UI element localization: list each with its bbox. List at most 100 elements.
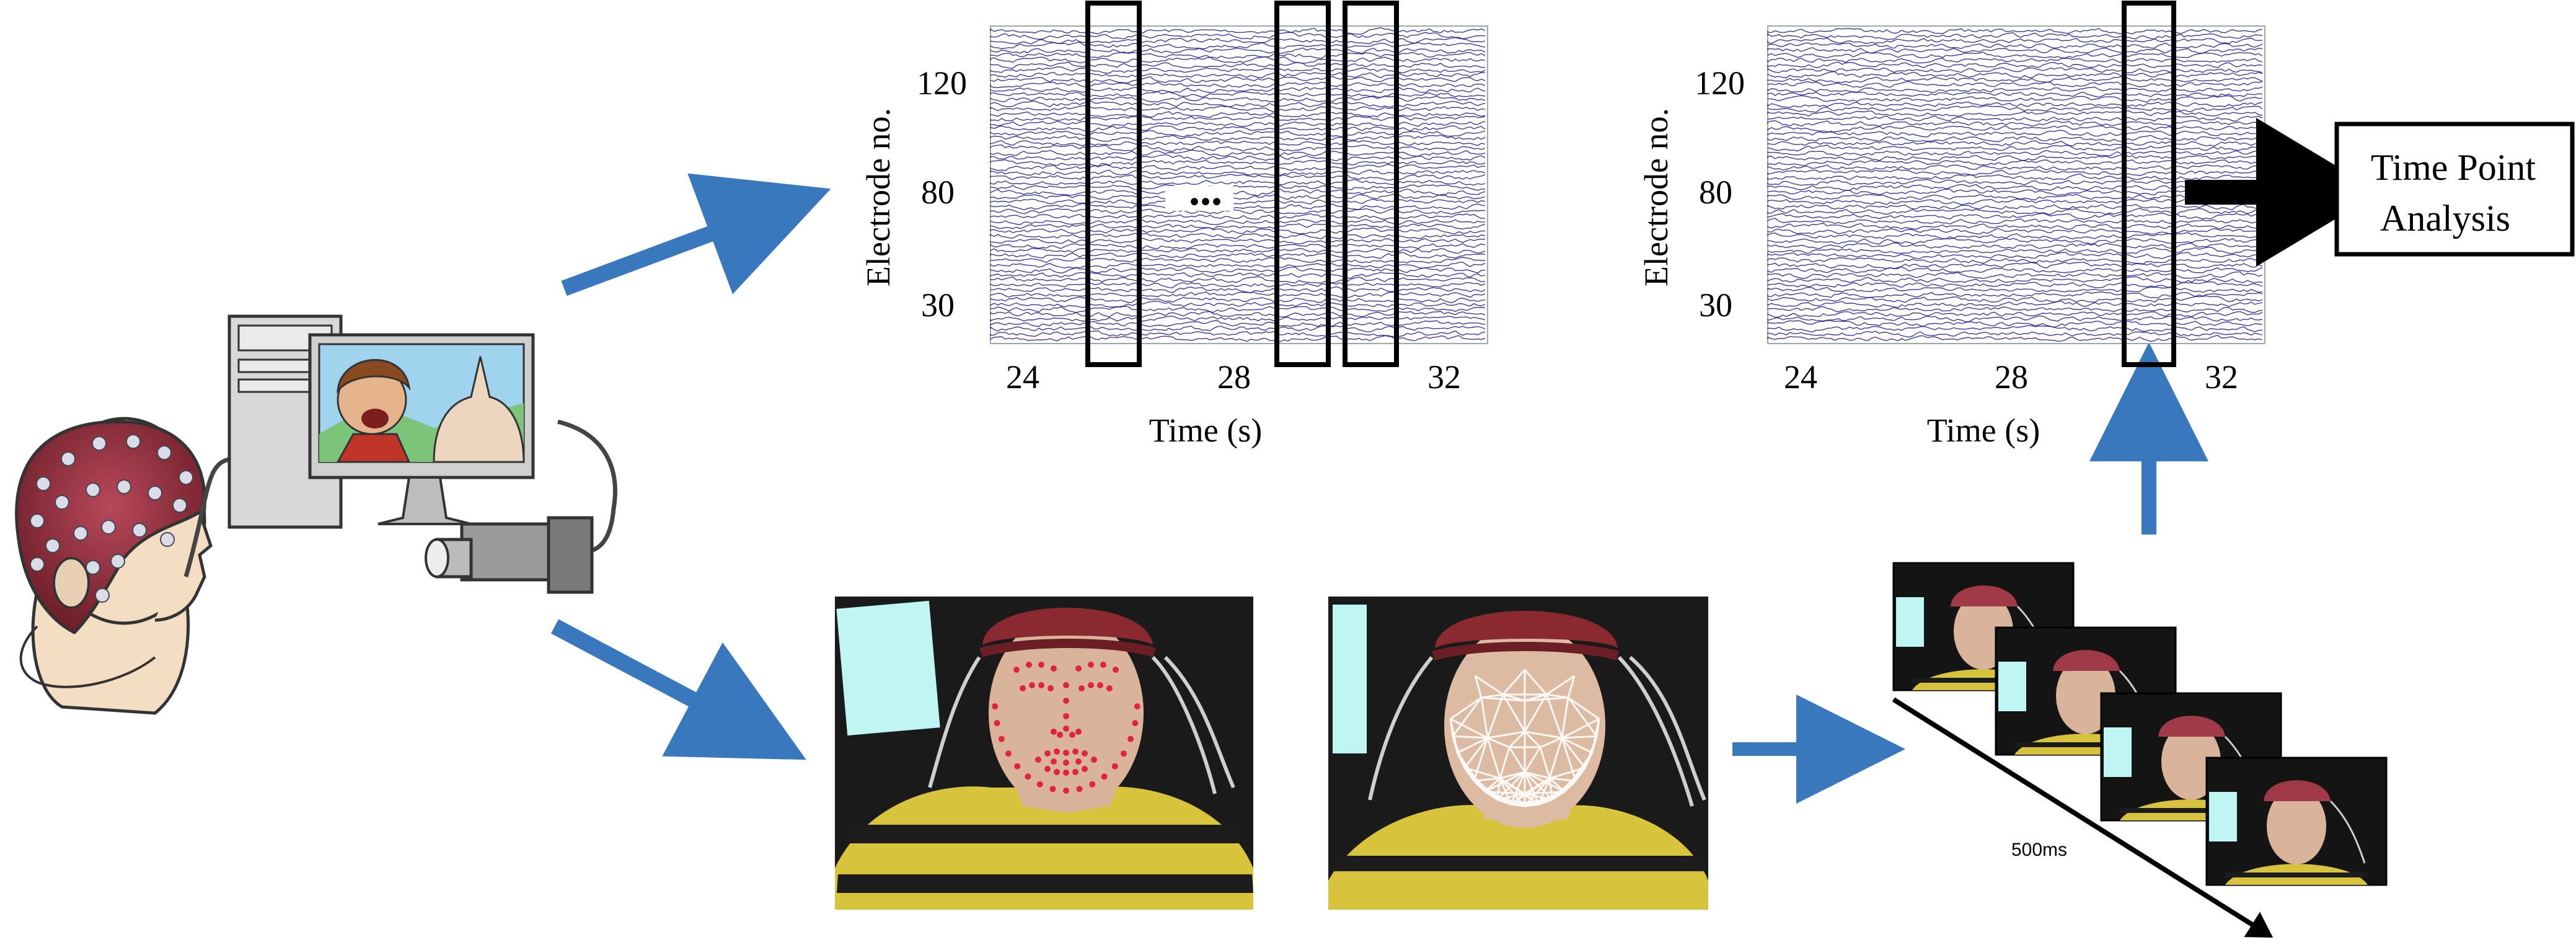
- x-tick-label: 32: [2205, 358, 2238, 396]
- electrode: [45, 538, 60, 553]
- landmark: [1038, 682, 1044, 688]
- eeg-trace: [990, 193, 1486, 200]
- eeg-trace: [1767, 28, 2263, 35]
- x-tick-label: 24: [1006, 358, 1039, 396]
- y-tick-label: 120: [1695, 64, 1745, 102]
- eeg-trace: [1767, 193, 2263, 201]
- eeg-trace: [990, 203, 1486, 211]
- eeg-trace: [990, 120, 1486, 128]
- eeg-trace: [990, 115, 1486, 122]
- eeg-trace: [990, 189, 1486, 197]
- video-frame: [2205, 757, 2388, 886]
- y-tick-label: 30: [1699, 286, 1732, 324]
- eeg-trace: [1767, 51, 2263, 59]
- eeg-trace: [1767, 315, 2263, 322]
- analysis-label-line1: Time Point: [2371, 147, 2536, 188]
- eeg-trace: [990, 61, 1486, 69]
- mesh-edge: [1524, 730, 1542, 748]
- landmark: [1121, 750, 1127, 757]
- landmark: [1063, 726, 1069, 732]
- eeg-trace: [990, 291, 1486, 298]
- landmark: [1044, 750, 1051, 757]
- landmark: [1048, 685, 1054, 691]
- eeg-trace: [1767, 306, 2263, 313]
- eeg-trace: [1767, 81, 2263, 88]
- eeg-trace: [1767, 32, 2263, 40]
- electrode: [179, 470, 193, 485]
- eeg-trace: [990, 316, 1486, 322]
- mesh-edge: [1508, 747, 1526, 773]
- mesh-edge: [1567, 697, 1598, 737]
- electrode: [157, 445, 172, 460]
- eeg-panel-2: Electrode no. 120 80 30 24 28 32 Time (s…: [1638, 1, 2265, 449]
- eeg-trace: [990, 300, 1486, 308]
- time-window-box: [1274, 1, 1331, 367]
- eeg-trace: [1767, 169, 2263, 176]
- eeg-electrodes: [30, 434, 193, 603]
- eeg-trace: [990, 179, 1486, 186]
- mesh-edge: [1524, 771, 1550, 779]
- eeg-trace: [990, 66, 1486, 74]
- mesh-edge: [1524, 730, 1563, 739]
- electrode: [126, 434, 141, 449]
- mesh-edge: [1545, 694, 1563, 739]
- electrode: [36, 476, 51, 491]
- landmark: [1029, 682, 1035, 688]
- mesh-edge: [1524, 747, 1542, 773]
- eeg-trace: [1767, 125, 2263, 133]
- frame-interval-label: 500ms: [2011, 840, 2067, 860]
- landmark: [1088, 662, 1094, 668]
- eeg-trace: [990, 184, 1486, 191]
- eeg-trace: [1767, 223, 2263, 230]
- eeg-trace: [990, 31, 1485, 40]
- eeg-trace: [990, 56, 1486, 64]
- eeg-traces-2: [1767, 28, 2263, 342]
- mesh-edge: [1499, 777, 1525, 795]
- eeg-trace: [990, 282, 1486, 288]
- time-point-analysis-box: Time Point Analysis: [2334, 122, 2575, 257]
- landmark: [1076, 786, 1083, 792]
- eeg-trace: [1767, 115, 2263, 122]
- mesh-edge: [1463, 737, 1489, 769]
- landmark: [1106, 685, 1113, 691]
- electrode: [117, 479, 131, 494]
- eeg-trace: [1767, 130, 2263, 138]
- eeg-trace: [1767, 120, 2263, 127]
- landmark: [1051, 729, 1057, 735]
- mesh-edge: [1524, 791, 1565, 795]
- electrode: [110, 554, 125, 569]
- eeg-trace: [1767, 251, 2263, 259]
- landmark: [1113, 667, 1119, 673]
- mesh-edge: [1486, 737, 1501, 779]
- mesh-edge: [1539, 747, 1551, 779]
- eeg-trace: [1767, 105, 2263, 113]
- eeg-trace: [1767, 311, 2263, 318]
- eeg-trace: [1767, 282, 2263, 288]
- mesh-edge: [1524, 669, 1548, 695]
- ellipsis: ...: [1189, 165, 1222, 215]
- landmark: [1089, 781, 1096, 788]
- mesh-edge: [1457, 737, 1488, 754]
- landmark: [1013, 667, 1020, 673]
- eeg-trace: [990, 174, 1486, 181]
- eeg-trace: [1767, 47, 2263, 54]
- x-axis-label: Time (s): [1149, 412, 1263, 449]
- time-window-box: [1343, 1, 1399, 367]
- mesh-edge: [1561, 697, 1569, 739]
- landmark: [1025, 773, 1031, 780]
- electrode: [30, 557, 45, 572]
- time-axis-arrow: [1892, 697, 2274, 938]
- eeg-trace: [990, 47, 1486, 55]
- eeg-trace: [1767, 173, 2263, 180]
- eeg-trace: [1767, 140, 2263, 147]
- eeg-trace: [990, 169, 1486, 177]
- landmark: [992, 703, 999, 710]
- eeg-trace: [990, 233, 1486, 239]
- eeg-trace: [1767, 91, 2263, 98]
- eeg-trace: [1767, 262, 2263, 270]
- eeg-trace: [1767, 300, 2263, 308]
- eeg-trace: [990, 149, 1486, 158]
- landmark: [1075, 665, 1082, 672]
- eeg-trace: [1767, 276, 2263, 284]
- eeg-trace: [1767, 203, 2263, 210]
